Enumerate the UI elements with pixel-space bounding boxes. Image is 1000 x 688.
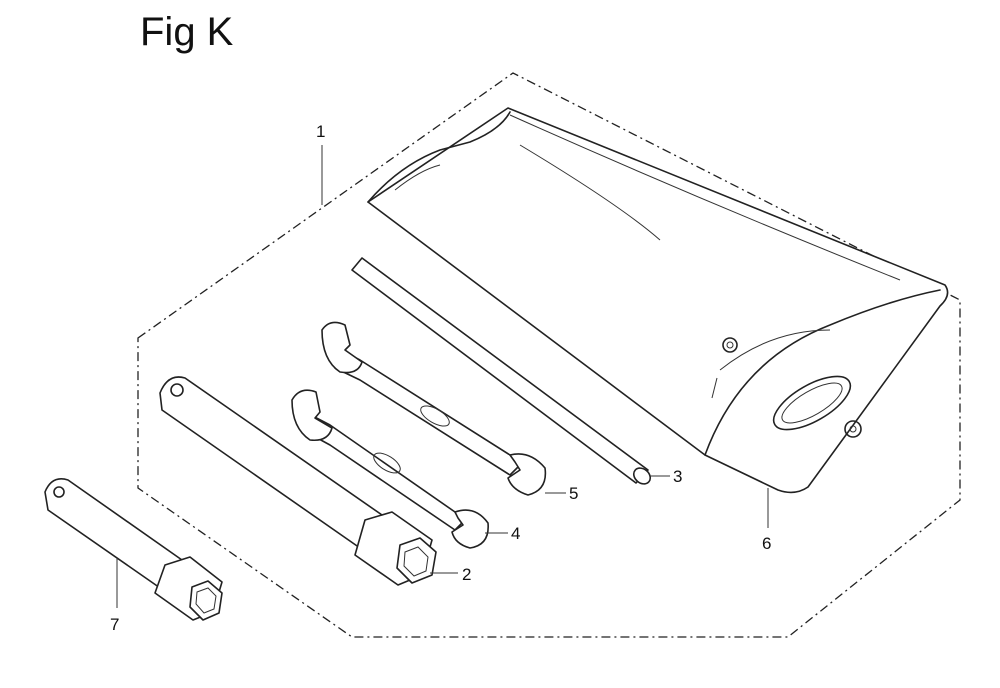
- bar-part: [351, 257, 652, 485]
- callout-label-6: 6: [762, 534, 771, 553]
- wrench-part-upper: [321, 321, 547, 496]
- tool-bag-part: [367, 107, 949, 494]
- callout-label-5: 5: [569, 484, 578, 503]
- box-wrench-short-part: [44, 478, 223, 621]
- box-wrench-long-part: [159, 376, 437, 586]
- callout-label-7: 7: [110, 615, 119, 634]
- figure-title: Fig K: [140, 10, 234, 54]
- callout-label-1: 1: [316, 122, 325, 141]
- wrench-part-lower: [291, 389, 489, 549]
- grouping-outline: [137, 72, 961, 638]
- callout-label-2: 2: [462, 565, 471, 584]
- callout-label-3: 3: [673, 467, 682, 486]
- callout-label-4: 4: [511, 524, 520, 543]
